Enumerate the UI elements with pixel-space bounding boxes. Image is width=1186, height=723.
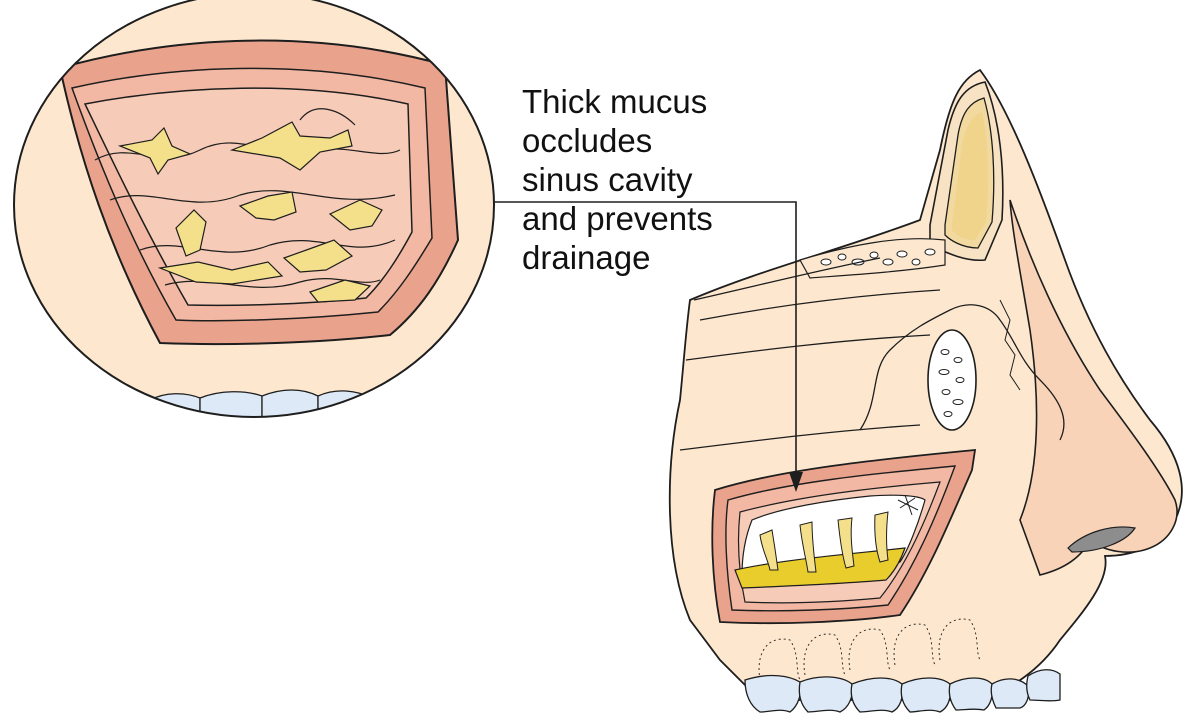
callout-label: Thick mucus occludes sinus cavity and pr… bbox=[522, 82, 713, 277]
callout-line: sinus cavity bbox=[522, 160, 713, 199]
magnified-sinus-inset bbox=[14, 0, 494, 425]
callout-line: Thick mucus bbox=[522, 82, 713, 121]
callout-line: drainage bbox=[522, 238, 713, 277]
skull-profile bbox=[670, 70, 1182, 712]
callout-line: occludes bbox=[522, 121, 713, 160]
callout-line: and prevents bbox=[522, 199, 713, 238]
